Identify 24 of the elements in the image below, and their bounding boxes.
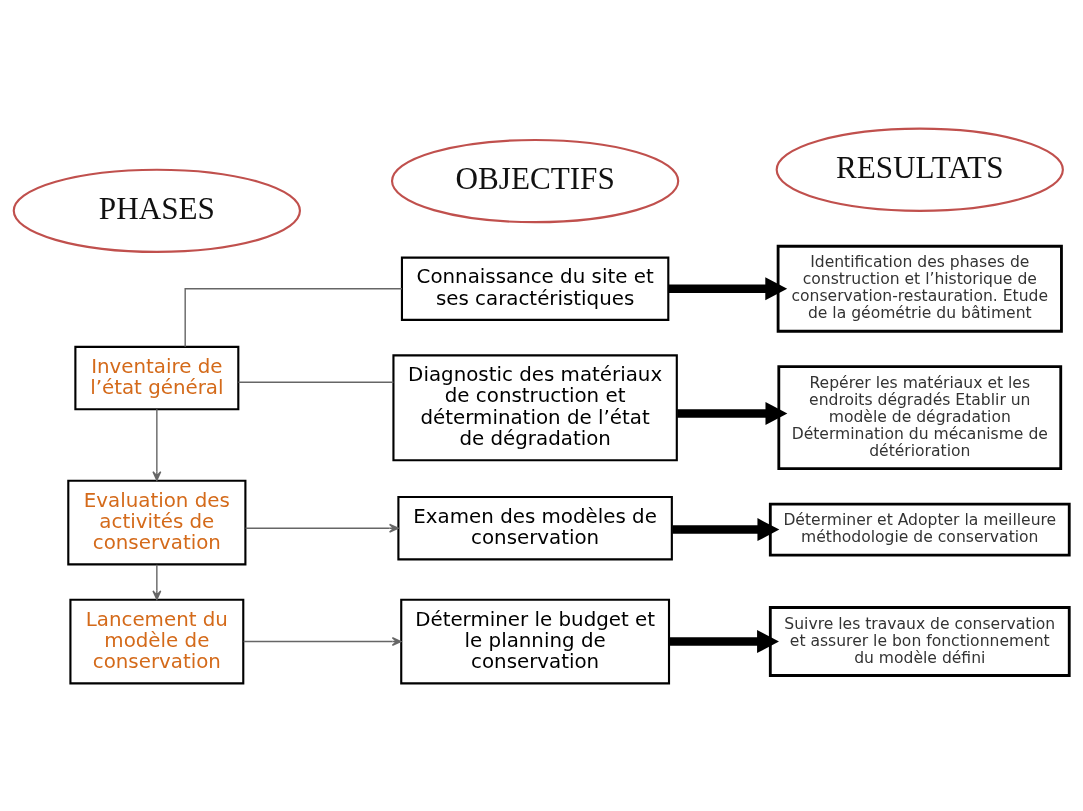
node-ellipse: PHASES (12, 168, 301, 253)
connector (184, 287, 403, 347)
node-box: Identification des phases de construction et l’historique de conservation-restauration. Etude de la géométrie du bâtiment (776, 244, 1063, 333)
arrow (244, 523, 399, 533)
node-box: Connaissance du site et ses caractéristiques (400, 256, 670, 321)
arrow (669, 629, 779, 653)
node-box: Repérer les matériaux et les endroits dégradés Etablir un modèle de dégradation Détermination du mécanisme de détérioration (777, 364, 1063, 470)
arrow (677, 401, 788, 425)
node-box: Diagnostic des matériaux de construction et détermination de l’état de dégradation (392, 353, 678, 461)
node-box: Evaluation des activités de conservation (67, 479, 247, 565)
arrow (152, 563, 162, 600)
arrow (668, 276, 788, 300)
node-box: Lancement du modèle de conservation (69, 598, 245, 684)
node-ellipse: RESULTATS (775, 127, 1064, 212)
node-box: Déterminer et Adopter la meilleure méthodologie de conservation (768, 502, 1071, 557)
arrow (672, 517, 780, 541)
node-box: Examen des modèles de conservation (397, 495, 673, 560)
node-box: Déterminer le budget et le planning de conservation (400, 598, 671, 684)
arrow (152, 408, 162, 481)
arrow (242, 636, 402, 646)
node-box: Suivre les travaux de conservation et assurer le bon fonctionnement du modèle défini (768, 605, 1071, 677)
node-box: Inventaire de l’état général (74, 345, 240, 410)
connector (237, 381, 395, 383)
node-ellipse: OBJECTIFS (390, 138, 680, 223)
